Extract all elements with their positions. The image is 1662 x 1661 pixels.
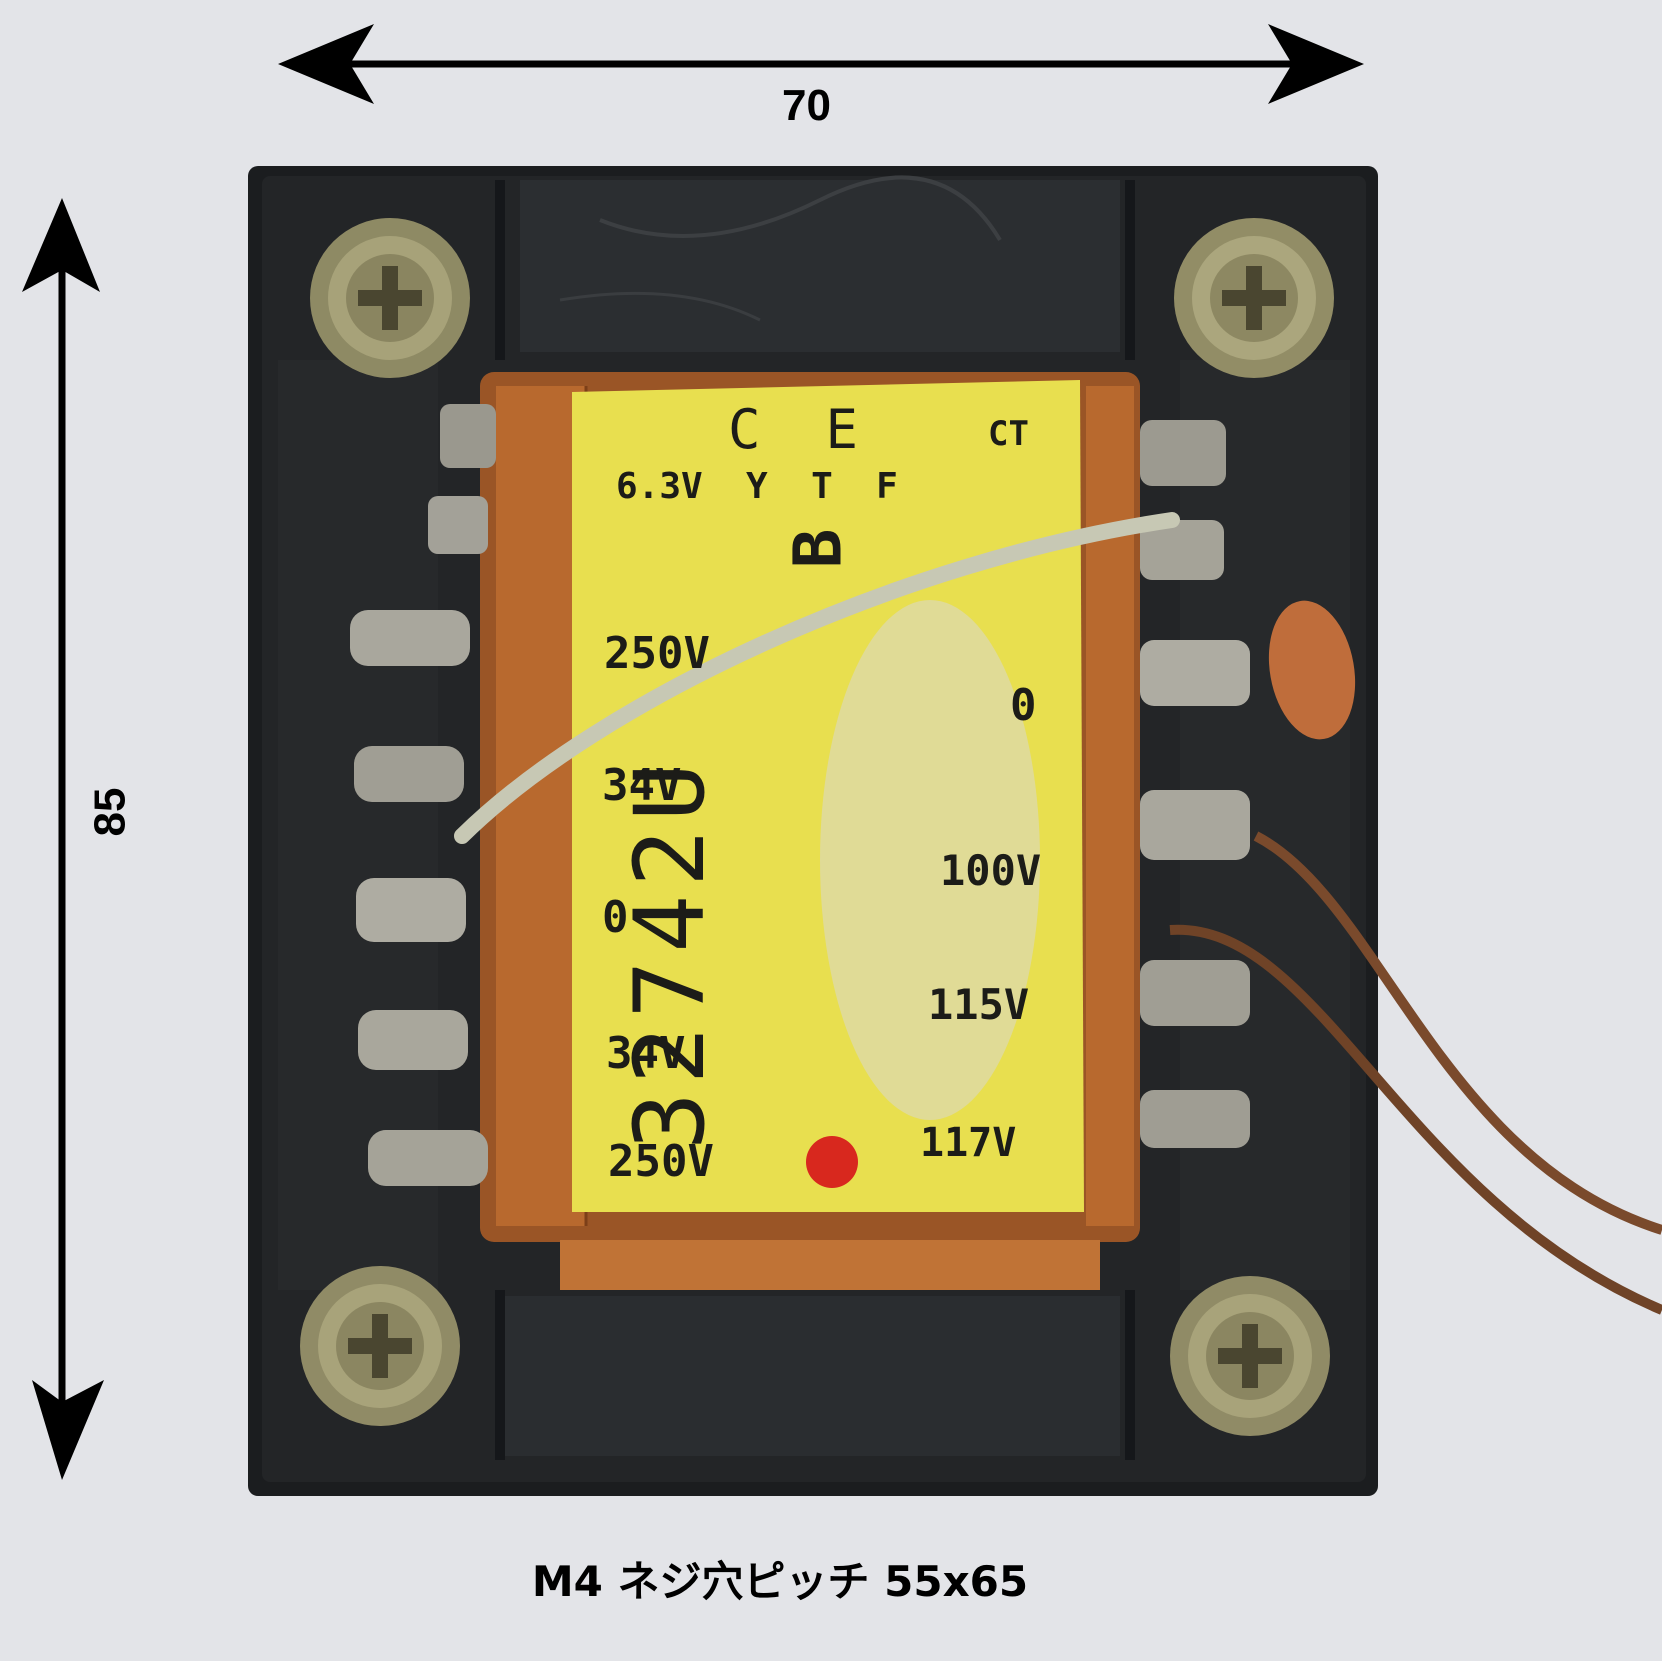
winding-label-paper — [572, 380, 1084, 1212]
brown-lead-1 — [1253, 831, 1662, 1235]
label-left-34v-top: 34V — [602, 760, 682, 811]
screw-top-left — [310, 218, 470, 378]
label-right-100v: 100V — [940, 846, 1042, 895]
label-right-115v: 115V — [928, 980, 1030, 1029]
screw-bottom-left — [300, 1266, 460, 1426]
mounting-hole-pitch-caption: M4 ネジ穴ピッチ 55x65 — [531, 1557, 1029, 1606]
label-left-0: 0 — [602, 892, 629, 943]
label-left-250v-top: 250V — [604, 628, 710, 679]
width-dimension-label: 70 — [782, 81, 831, 130]
height-dimension-label: 85 — [85, 787, 135, 837]
screw-bottom-right — [1170, 1276, 1330, 1436]
screw-top-right — [1174, 218, 1334, 378]
label-header-top: C E — [728, 398, 859, 461]
label-model-number: 32742U — [614, 755, 726, 1150]
brown-lead-2 — [1169, 924, 1662, 1315]
terminals-right — [1140, 420, 1250, 1148]
width-arrow — [278, 24, 1364, 104]
insulated-wire — [454, 512, 1180, 844]
label-right-0: 0 — [1010, 680, 1037, 731]
label-header-row: 6.3V Y T F — [616, 466, 898, 507]
label-left-250v-bottom: 250V — [608, 1136, 714, 1187]
terminals-left — [350, 404, 496, 1186]
label-model-b: B — [779, 528, 857, 569]
label-right-117v: 117V — [920, 1120, 1017, 1166]
label-ct: CT — [988, 414, 1029, 454]
label-left-34v-bottom: 34V — [606, 1028, 686, 1079]
ceramic-capacitor — [1268, 600, 1356, 740]
red-dot-marker — [806, 1136, 858, 1188]
height-arrow — [22, 198, 104, 1480]
